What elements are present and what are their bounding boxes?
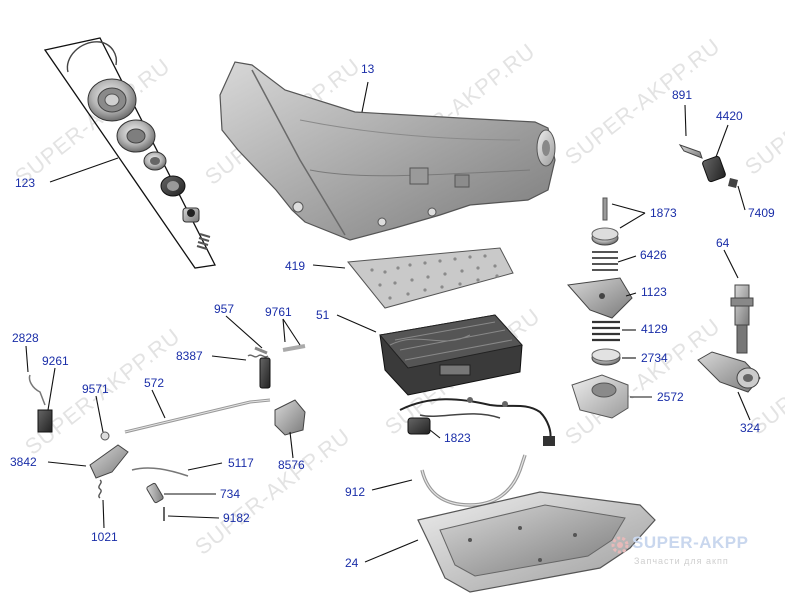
part-label-3842[interactable]: 3842 (10, 455, 37, 469)
part-7409-clip[interactable] (728, 178, 738, 188)
brand-logo: SUPER-AKPP Запчасти для акпп (610, 533, 780, 577)
part-419-gasket[interactable] (347, 247, 514, 309)
part-1823-wiring-harness[interactable] (399, 397, 555, 446)
part-4420-solenoid[interactable] (702, 155, 726, 183)
part-label-8576[interactable]: 8576 (278, 458, 305, 472)
part-5117-cable[interactable] (131, 467, 189, 477)
part-label-8387[interactable]: 8387 (176, 349, 203, 363)
part-123-pump-group[interactable] (43, 37, 216, 269)
part-957-pin[interactable] (254, 346, 268, 355)
part-label-4129[interactable]: 4129 (641, 322, 668, 336)
part-accumulator-piston[interactable] (591, 227, 619, 246)
leader-lines (25, 81, 751, 563)
part-64-sensor[interactable] (730, 284, 754, 354)
part-label-4420[interactable]: 4420 (716, 109, 743, 123)
part-51-valve-body[interactable] (379, 314, 523, 396)
part-2572-housing[interactable] (571, 374, 629, 419)
part-label-123[interactable]: 123 (15, 176, 36, 190)
part-891-filter-plug[interactable] (678, 144, 703, 159)
part-9571-nut[interactable] (100, 431, 110, 441)
part-8576-bracket[interactable] (274, 399, 306, 436)
part-label-572[interactable]: 572 (144, 376, 165, 390)
part-label-5117[interactable]: 5117 (228, 456, 254, 470)
part-label-324[interactable]: 324 (740, 421, 761, 435)
part-label-891[interactable]: 891 (672, 88, 693, 102)
part-24-oil-pan[interactable] (417, 491, 656, 593)
part-label-1873[interactable]: 1873 (650, 206, 677, 220)
gear-icon (611, 536, 629, 554)
part-label-2734[interactable]: 2734 (641, 351, 668, 365)
part-9261-switch[interactable] (37, 409, 53, 433)
part-572-shift-rod[interactable] (124, 398, 271, 434)
part-1123-plate[interactable] (567, 277, 633, 319)
part-324-bracket[interactable] (697, 351, 761, 393)
part-4129-spring[interactable] (592, 320, 620, 342)
part-label-1823[interactable]: 1823 (444, 431, 471, 445)
part-3842-lever[interactable] (89, 444, 129, 479)
part-6426-spring[interactable] (592, 251, 618, 271)
part-label-2572[interactable]: 2572 (657, 390, 684, 404)
part-label-734[interactable]: 734 (220, 487, 241, 501)
part-8387-spring[interactable] (247, 354, 269, 358)
part-label-1021[interactable]: 1021 (91, 530, 118, 544)
part-13-transmission-case[interactable] (219, 61, 556, 241)
part-label-9761[interactable]: 9761 (265, 305, 292, 319)
part-label-9261[interactable]: 9261 (42, 354, 69, 368)
part-label-1123[interactable]: 1123 (641, 285, 667, 299)
part-label-24[interactable]: 24 (345, 556, 359, 570)
part-label-7409[interactable]: 7409 (748, 206, 775, 220)
part-label-6426[interactable]: 6426 (640, 248, 667, 262)
part-label-2828[interactable]: 2828 (12, 331, 39, 345)
part-label-13[interactable]: 13 (361, 62, 375, 76)
part-734-sleeve[interactable] (146, 482, 164, 504)
part-2734-piston[interactable] (591, 348, 621, 366)
part-1873-pins[interactable] (602, 197, 608, 221)
part-2828-rod[interactable] (28, 374, 46, 406)
brand-name: SUPER-AKPP (632, 533, 749, 552)
part-912-tube[interactable] (420, 454, 527, 507)
part-1021-spring[interactable] (98, 479, 102, 499)
part-label-912[interactable]: 912 (345, 485, 366, 499)
part-label-51[interactable]: 51 (316, 308, 330, 322)
part-label-64[interactable]: 64 (716, 236, 730, 250)
part-9761-detent[interactable] (259, 344, 306, 389)
part-label-957[interactable]: 957 (214, 302, 235, 316)
part-label-419[interactable]: 419 (285, 259, 306, 273)
part-label-9571[interactable]: 9571 (82, 382, 109, 396)
part-label-9182[interactable]: 9182 (223, 511, 250, 525)
brand-tagline: Запчасти для акпп (634, 556, 729, 566)
